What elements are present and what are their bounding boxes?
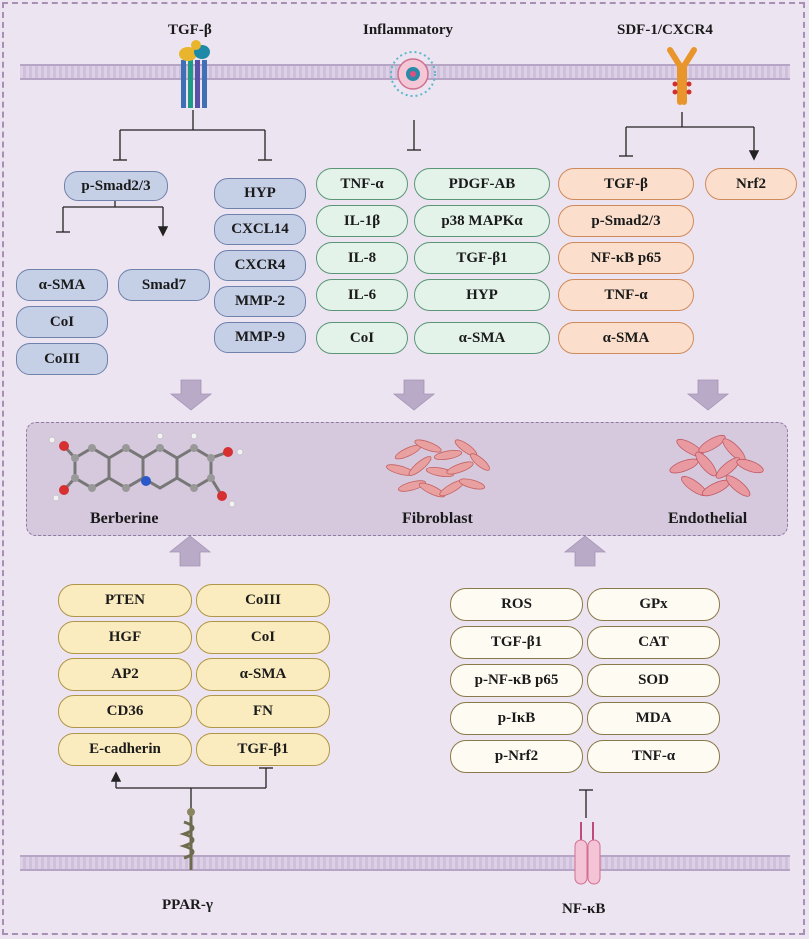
nfkb-right-node-1: GPx [587,588,720,621]
sdf-node-4: TNF-α [558,279,694,311]
infl-left-node-2: IL-1β [316,205,408,237]
down-arrow-right [686,379,730,411]
infl-right-node-3: TGF-β1 [414,242,550,274]
up-arrow-left [168,535,212,567]
ppar-receptor-icon [179,808,195,870]
infl-left-node-5: CoI [316,322,408,354]
ppar-right-node-5: TGF-β1 [196,733,330,766]
tgf-right-node-4: MMP-2 [214,286,306,317]
nfkb-right-node-5: TNF-α [587,740,720,773]
smad7-node: Smad7 [118,269,210,301]
infl-left-node-1: TNF-α [316,168,408,200]
center-box [26,422,788,536]
infl-right-node-2: p38 MAPKα [414,205,550,237]
nfkb-right-node-4: MDA [587,702,720,735]
nfkb-left-node-5: p-Nrf2 [450,740,583,773]
ppar-right-node-2: CoI [196,621,330,654]
nfkb-left-node-3: p-NF-κB p65 [450,664,583,697]
nfkb-receptor-icon [574,822,601,885]
ppar-left-node-3: AP2 [58,658,192,691]
sdf-node-1: TGF-β [558,168,694,200]
ppar-left-node-4: CD36 [58,695,192,728]
sdf-node-5: α-SMA [558,322,694,354]
ppar-label: PPAR-γ [162,897,213,913]
tgf-right-node-3: CXCR4 [214,250,306,281]
ppar-left-node-2: HGF [58,621,192,654]
berberine-label: Berberine [90,510,159,527]
sdf-node-3: NF-κB p65 [558,242,694,274]
nfkb-left-node-1: ROS [450,588,583,621]
ppar-left-node-5: E-cadherin [58,733,192,766]
endothelial-label: Endothelial [668,510,748,527]
nfkb-right-node-3: SOD [587,664,720,697]
up-arrow-right [563,535,607,567]
tgf-left-node-2: CoI [16,306,108,338]
tgf-right-node-2: CXCL14 [214,214,306,245]
nrf2-node: Nrf2 [705,168,797,200]
endothelial-cells-icon [669,434,764,497]
ppar-right-node-1: CoIII [196,584,330,617]
ppar-right-node-4: FN [196,695,330,728]
nfkb-left-node-2: TGF-β1 [450,626,583,659]
nfkb-label: NF-κB [562,901,606,917]
ppar-right-node-3: α-SMA [196,658,330,691]
inflammatory-cell-icon [390,51,436,97]
sdf-label: SDF-1/CXCR4 [617,22,713,38]
tgf-label: TGF-β [168,22,212,38]
tgf-left-node-1: α-SMA [16,269,108,301]
ppar-left-node-1: PTEN [58,584,192,617]
infl-left-node-3: IL-8 [316,242,408,274]
nfkb-right-node-2: CAT [587,626,720,659]
infl-right-node-5: α-SMA [414,322,550,354]
infl-left-node-4: IL-6 [316,279,408,311]
fibroblast-cells-icon [386,439,490,498]
tgf-right-node-1: HYP [214,178,306,209]
infl-right-node-4: HYP [414,279,550,311]
sdf-receptor-icon [667,47,697,105]
tgf-left-node-3: CoIII [16,343,108,375]
tgf-right-node-5: MMP-9 [214,322,306,353]
down-arrow-left [169,379,213,411]
fibroblast-label: Fibroblast [402,510,473,527]
nfkb-left-node-4: p-IκB [450,702,583,735]
inflammatory-label: Inflammatory [363,22,453,38]
sdf-node-2: p-Smad2/3 [558,205,694,237]
psmad-node: p-Smad2/3 [64,171,168,201]
tgf-receptor-icon [179,40,210,108]
infl-right-node-1: PDGF-AB [414,168,550,200]
down-arrow-mid [392,379,436,411]
